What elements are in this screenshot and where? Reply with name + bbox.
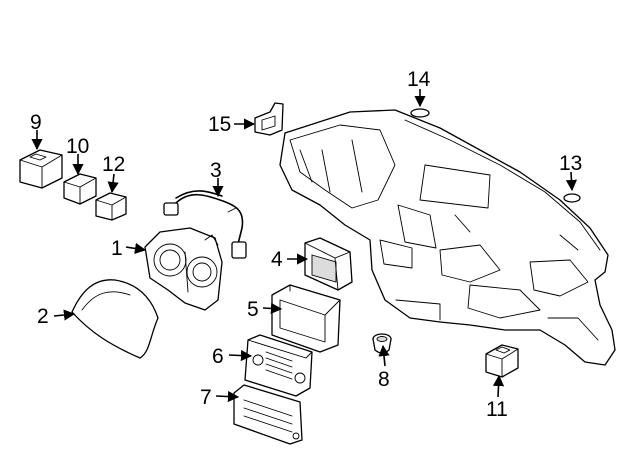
instrument-panel	[279, 109, 616, 366]
callout-5: 5	[247, 298, 259, 321]
relay-9	[19, 149, 63, 189]
harness-3	[163, 190, 247, 259]
callout-15: 15	[208, 113, 231, 136]
callout-13: 13	[559, 152, 582, 175]
callout-12: 12	[102, 153, 125, 176]
cap-14	[410, 108, 430, 118]
callout-9: 9	[30, 111, 42, 134]
grille-7	[233, 384, 303, 445]
callout-labels: 1 2 3 4 5 6 7 8 9 10 11 12 13 14 15	[30, 68, 582, 421]
meter-cover-2	[71, 279, 159, 359]
callout-11: 11	[486, 398, 508, 421]
control-panel-6	[244, 334, 313, 397]
module-15	[254, 102, 284, 136]
callout-3: 3	[210, 159, 222, 182]
callout-14: 14	[407, 68, 431, 91]
display-5	[271, 284, 341, 353]
meter-cluster-1	[144, 227, 223, 311]
callout-1: 1	[111, 237, 123, 260]
callout-10: 10	[66, 135, 89, 158]
relay-10	[63, 173, 97, 205]
callout-4: 4	[271, 248, 283, 271]
knob-8	[372, 333, 392, 354]
callout-7: 7	[200, 386, 212, 409]
relay-12	[95, 192, 127, 221]
callout-6: 6	[212, 345, 224, 368]
callout-2: 2	[37, 305, 49, 328]
cap-13	[563, 193, 581, 203]
callout-8: 8	[378, 368, 390, 391]
control-unit-4	[304, 237, 353, 291]
relay-11	[485, 344, 519, 378]
leader-lines	[31, 89, 578, 403]
